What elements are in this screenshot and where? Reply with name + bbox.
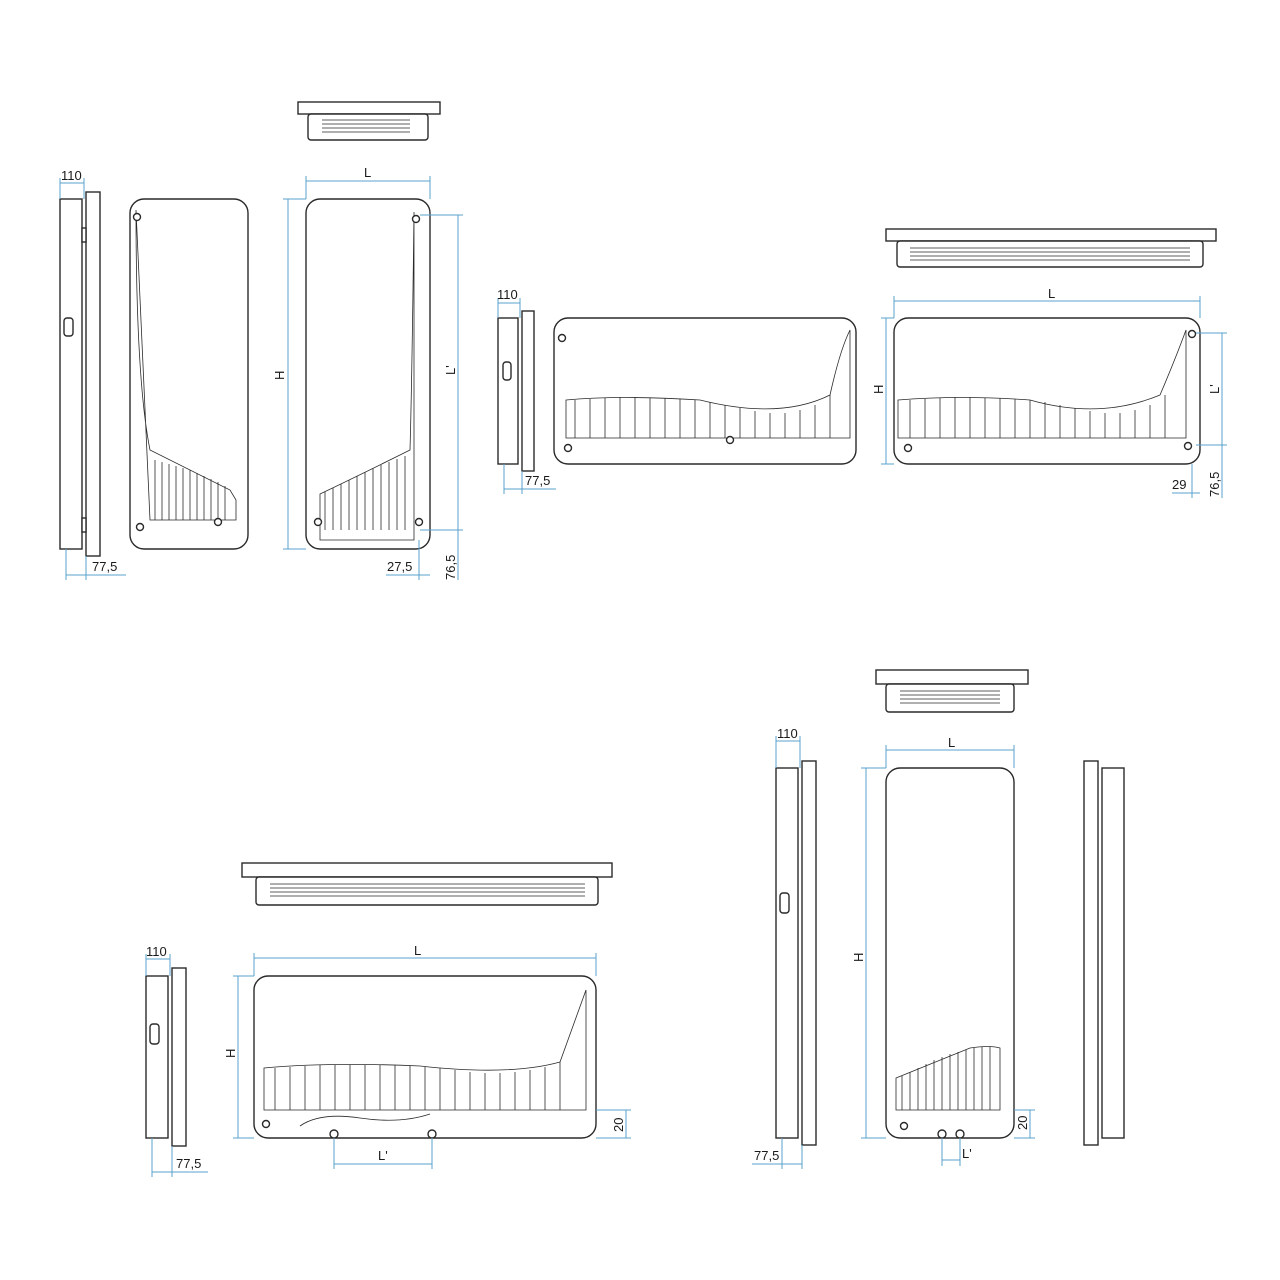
front-view-c [253,975,597,1139]
label-offset-27-5: 27,5 [387,559,412,574]
label-offset-20: 20 [611,1118,626,1132]
label-offset-76-5: 76,5 [1207,472,1222,497]
label-depth-110: 110 [497,287,518,302]
label-depth-77-5: 77,5 [754,1148,779,1163]
vertical-model-d: 110 77,5 L H L' 20 [752,669,1125,1169]
top-view-d [875,669,1029,713]
label-connection: L' [378,1148,388,1163]
side-view-b [497,310,535,472]
label-height: H [851,953,866,962]
top-view-a [297,101,441,141]
front-view-b-open [553,317,857,465]
top-view-b [885,228,1217,268]
front-view-a-open [129,198,249,550]
label-length: L [948,735,955,750]
label-height: H [272,371,287,380]
label-depth-110: 110 [777,726,798,741]
front-view-b-closed [893,317,1201,465]
label-height: H [871,385,886,394]
front-view-a-closed [305,198,431,550]
label-depth-77-5: 77,5 [176,1156,201,1171]
front-view-d [885,767,1015,1139]
horizontal-model-b: 110 77,5 L H L' 29 76,5 [497,228,1227,498]
dimensions-c: 110 77,5 L H L' 20 [145,943,631,1177]
label-offset-76-5: 76,5 [443,555,458,580]
horizontal-model-c: 110 77,5 L H L' 20 [145,862,631,1177]
vertical-model-a: 110 77,5 L H L' 27,5 76,5 [59,101,463,580]
label-height: H [223,1049,238,1058]
side-view-d-left [775,760,817,1146]
label-connection: L' [1207,384,1222,394]
dimensions-d: 110 77,5 L H L' 20 [752,726,1035,1169]
label-length: L [414,943,421,958]
side-view-d-right [1083,760,1125,1146]
label-length: L [1048,286,1055,301]
label-depth-77-5: 77,5 [525,473,550,488]
label-connection: L' [443,365,458,375]
label-offset-29: 29 [1172,477,1186,492]
label-depth-110: 110 [61,168,82,183]
dimensions-a: 110 77,5 L H L' 27,5 76,5 [59,165,463,580]
top-view-c [241,862,613,906]
label-depth-110: 110 [146,944,167,959]
label-offset-20: 20 [1015,1116,1030,1130]
side-view-c [145,967,187,1147]
label-connection: L' [962,1146,972,1161]
label-depth-77-5: 77,5 [92,559,117,574]
label-length: L [364,165,371,180]
dimensions-b: 110 77,5 L H L' 29 76,5 [497,286,1227,498]
side-view-a [59,191,101,557]
